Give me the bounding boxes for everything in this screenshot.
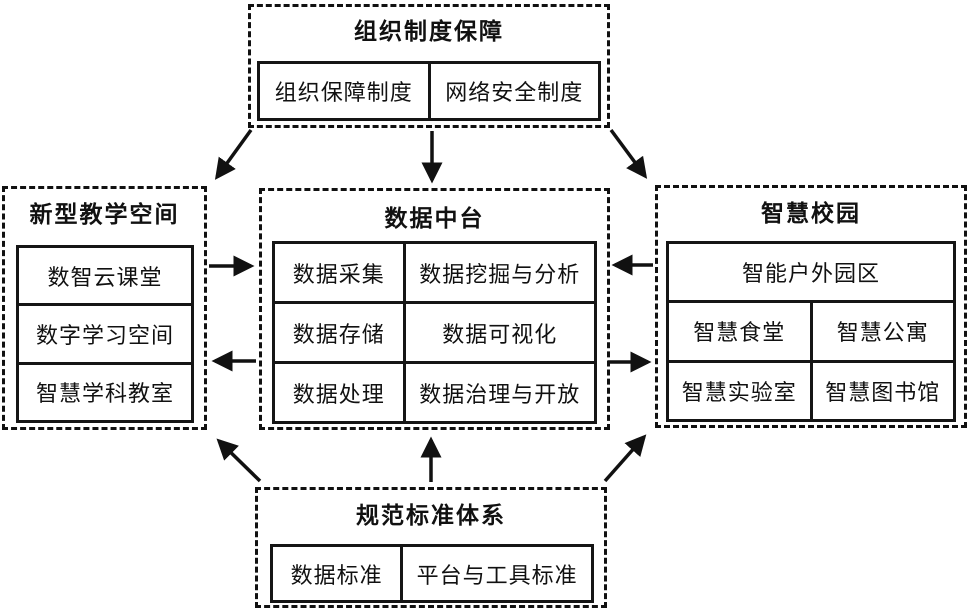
smart-campus-box: 智慧校园 智能户外园区 智慧食堂 智慧公寓 智慧实验室 智慧图书馆 — [655, 185, 967, 428]
smart-campus-table: 智能户外园区 智慧食堂 智慧公寓 智慧实验室 智慧图书馆 — [666, 241, 956, 422]
cell-data-standards: 数据标准 — [290, 562, 383, 588]
arrow-bottom-to-left — [216, 438, 262, 483]
cell-platform-tool-standards: 平台与工具标准 — [400, 547, 591, 600]
cell-data-collection: 数据采集 — [292, 261, 385, 287]
arrow-bottom-to-right — [603, 434, 647, 483]
table-row: 智能户外园区 — [669, 244, 953, 300]
new-teaching-space-box: 新型教学空间 数智云课堂 数字学习空间 智慧学科教室 — [2, 186, 207, 430]
table-row: 数据存储 数据可视化 — [275, 301, 594, 361]
cell-smart-library: 智慧图书馆 — [809, 362, 954, 419]
org-system-guarantee-box: 组织制度保障 组织保障制度 网络安全制度 — [248, 4, 610, 128]
smart-campus-title: 智慧校园 — [761, 200, 861, 226]
cell-smart-laboratory: 智慧实验室 — [681, 379, 797, 405]
arrow-top-to-left — [214, 128, 253, 180]
cell-smart-apartment: 智慧公寓 — [809, 303, 954, 360]
table-row: 数据处理 数据治理与开放 — [275, 361, 594, 421]
standards-system-table: 数据标准 平台与工具标准 — [270, 544, 594, 603]
org-system-guarantee-title: 组织制度保障 — [354, 18, 504, 44]
cell-data-mining-analysis: 数据挖掘与分析 — [402, 244, 594, 301]
standards-system-box: 规范标准体系 数据标准 平台与工具标准 — [255, 487, 607, 608]
cell-network-security-system: 网络安全制度 — [427, 64, 599, 118]
cell-data-storage: 数据存储 — [292, 321, 385, 347]
cell-digital-learning-space: 数字学习空间 — [35, 322, 174, 348]
new-teaching-space-title: 新型教学空间 — [29, 201, 180, 227]
table-row: 组织保障制度 网络安全制度 — [260, 64, 598, 118]
standards-system-title: 规范标准体系 — [356, 502, 506, 528]
table-row: 智慧食堂 智慧公寓 — [669, 300, 954, 360]
data-middle-platform-table: 数据采集 数据挖掘与分析 数据存储 数据可视化 数据处理 数据治理与开放 — [272, 241, 597, 424]
cell-smart-canteen: 智慧食堂 — [693, 320, 786, 346]
table-row: 数智云课堂 — [19, 248, 191, 303]
cell-smart-outdoor-park: 智能户外园区 — [741, 261, 880, 287]
table-row: 智慧实验室 智慧图书馆 — [669, 359, 954, 419]
cell-data-governance-openness: 数据治理与开放 — [402, 364, 594, 421]
arrow-top-to-right — [609, 128, 648, 179]
table-row: 数据标准 平台与工具标准 — [273, 547, 591, 600]
org-system-guarantee-table: 组织保障制度 网络安全制度 — [257, 61, 601, 121]
data-middle-platform-box: 数据中台 数据采集 数据挖掘与分析 数据存储 数据可视化 数据处理 数据治理与开… — [259, 188, 610, 430]
cell-org-guarantee-system: 组织保障制度 — [274, 80, 413, 105]
table-row: 数字学习空间 — [19, 303, 191, 361]
table-row: 智慧学科教室 — [19, 361, 191, 420]
data-middle-platform-title: 数据中台 — [384, 205, 485, 231]
cell-smart-subject-classroom: 智慧学科教室 — [35, 381, 174, 407]
cell-data-processing: 数据处理 — [292, 381, 385, 407]
cell-data-visualization: 数据可视化 — [402, 304, 594, 361]
new-teaching-space-table: 数智云课堂 数字学习空间 智慧学科教室 — [16, 245, 194, 423]
cell-digital-cloud-classroom: 数智云课堂 — [47, 264, 163, 290]
table-row: 数据采集 数据挖掘与分析 — [275, 244, 594, 301]
